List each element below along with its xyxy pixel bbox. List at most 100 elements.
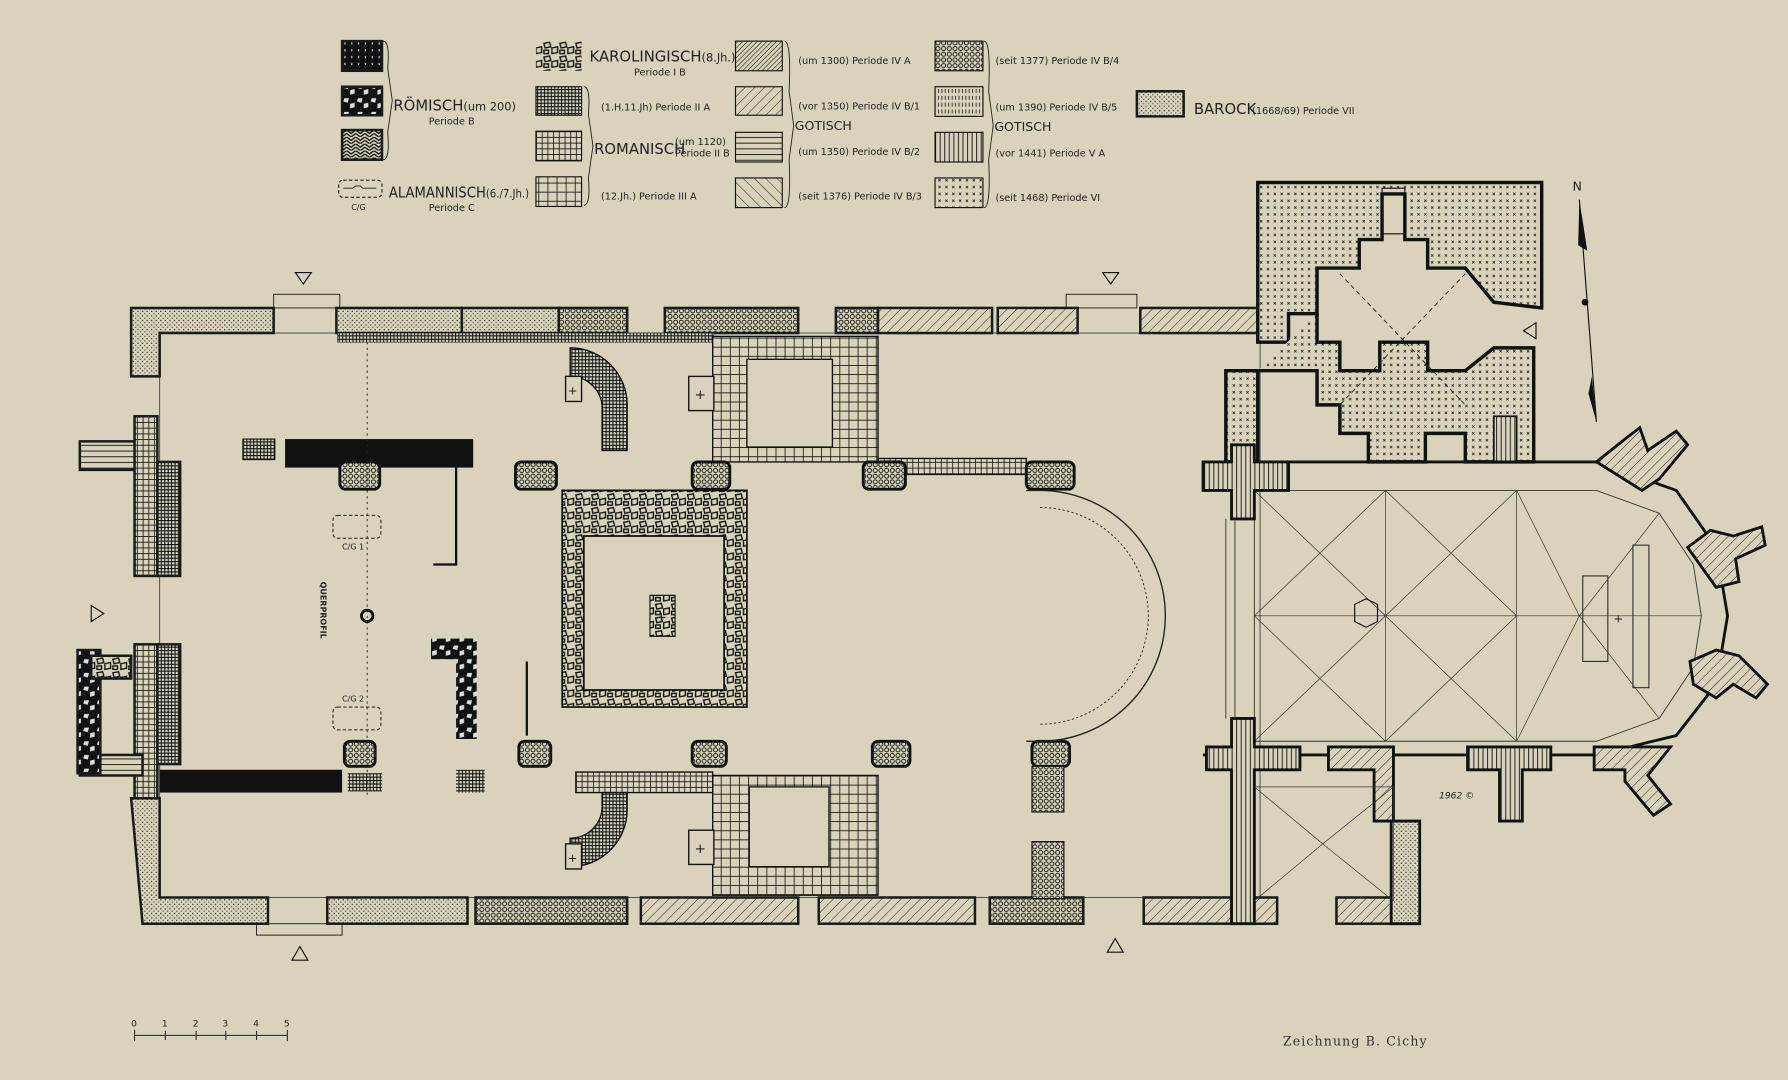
scale-bar: 0 1 2 3 4 5 [131, 1019, 290, 1042]
scale-tick-1: 1 [162, 1019, 168, 1029]
grave-label-2: C/G 2 [342, 694, 364, 703]
legend: RÖMISCH(um 200) Periode B C/G ALAMANNISC… [338, 39, 1355, 214]
swatch-romisch-2 [340, 85, 384, 117]
grave-2 [332, 706, 382, 731]
barock-label: BAROCK [1194, 101, 1258, 118]
drawing-credit: Zeichnung B. Cichy [1283, 1034, 1428, 1049]
romisch-date: (um 200) [463, 100, 516, 114]
svg-text:+: + [694, 387, 705, 403]
choir: + 1962 © [1201, 425, 1770, 926]
date-mark: 1962 © [1439, 791, 1474, 801]
romisch-period: Periode B [429, 116, 475, 127]
piers [338, 460, 1076, 768]
scale-tick-5: 5 [284, 1019, 290, 1029]
gotisch-item-5: (seit 1377) Periode IV B/4 [995, 56, 1119, 67]
roman-foundations [159, 438, 528, 793]
swatch-gotisch-ivb2 [734, 131, 783, 163]
legend-barock: BAROCK (1668/69) Periode VII [1135, 90, 1355, 118]
legend-alamannisch: C/G ALAMANNISCH(6./7.Jh.) Periode C [338, 179, 529, 214]
romanisch-date: (um 1120) [675, 137, 726, 148]
north-label: N [1572, 178, 1581, 193]
legend-romanisch: (1.H.11.Jh) Periode II A ROMANISCH (um 1… [535, 86, 730, 208]
swatch-gotisch-ivb4 [934, 40, 984, 72]
triangle-marker-icon [1101, 272, 1120, 285]
romanesque-bays: + + + + [564, 335, 1027, 896]
karolingisch-period: Periode I B [634, 67, 686, 78]
gotisch-item-3: (um 1350) Periode IV B/2 [798, 147, 920, 158]
gotisch-item-4: (seit 1376) Periode IV B/3 [798, 192, 922, 203]
triangle-marker-icon [90, 604, 105, 623]
svg-text:KAROLINGISCH(8.Jh.): KAROLINGISCH(8.Jh.) [590, 49, 736, 66]
swatch-gotisch-ivb3 [734, 177, 783, 209]
romanisch-label: ROMANISCH [594, 141, 685, 158]
svg-text:+: + [694, 841, 705, 857]
carolingian-crypt: + [561, 489, 748, 708]
scale-tick-3: 3 [222, 1019, 228, 1029]
altar-cross-icon: + [1614, 612, 1624, 626]
cross-icon: + [656, 610, 667, 626]
gotisch-item-6: (um 1390) Periode IV B/5 [995, 103, 1117, 114]
romanisch-period: Periode II B [675, 148, 730, 159]
altar-base [649, 594, 676, 637]
scale-tick-4: 4 [253, 1019, 259, 1029]
svg-text:+: + [568, 851, 578, 865]
gotisch-item-8: (seit 1468) Periode VI [995, 193, 1100, 204]
north-wall [129, 293, 1262, 378]
gotisch-label-b: GOTISCH [994, 119, 1051, 134]
north-arrow: N [1572, 178, 1597, 423]
tower [1224, 180, 1544, 464]
triangle-marker-icon [294, 272, 313, 285]
alamannisch-period: Periode C [429, 203, 475, 214]
early-apse-outline [1026, 489, 1166, 742]
triangle-marker-icon [1106, 937, 1125, 953]
swatch-barock [1135, 90, 1185, 118]
swatch-romanisch-3 [535, 176, 583, 208]
romisch-label: RÖMISCH [393, 97, 463, 115]
section-marker-icon [360, 608, 375, 623]
section-triangles [90, 272, 1537, 961]
west-wall [76, 415, 182, 800]
grave-1 [332, 514, 382, 539]
grave-label-1: C/G 1 [342, 543, 364, 552]
scale-tick-0: 0 [131, 1019, 137, 1029]
gotisch-item-2: (vor 1350) Periode IV B/1 [798, 102, 920, 113]
brace [383, 40, 393, 161]
karolingisch-label: KAROLINGISCH [590, 49, 702, 66]
swatch-romanisch-2 [535, 130, 583, 162]
barock-period: (1668/69) Periode VII [1252, 106, 1354, 117]
romanisch-item-2: (12.Jh.) Periode III A [601, 192, 697, 203]
legend-romisch: RÖMISCH(um 200) Periode B [340, 39, 516, 161]
swatch-romisch-3 [340, 128, 384, 161]
legend-gotisch-a: (um 1300) Periode IV A (vor 1350) Period… [734, 40, 922, 209]
grave-symbol-icon [338, 179, 383, 198]
swatch-gotisch-va [934, 131, 984, 163]
swatch-gotisch-ivb5 [934, 86, 984, 117]
swatch-romisch-1 [340, 39, 384, 73]
svg-text:+: + [568, 384, 578, 398]
swatch-gotisch-ivb1 [734, 86, 783, 116]
font-icon [1354, 598, 1379, 628]
triangle-marker-icon [1522, 321, 1537, 340]
triangle-marker-icon [290, 945, 309, 961]
legend-karolingisch: KAROLINGISCH(8.Jh.) Periode I B [535, 41, 736, 78]
romanisch-item-1: (1.H.11.Jh) Periode II A [601, 103, 711, 114]
south-wall [129, 797, 1421, 936]
cross-section: QUERPROFIL C/G 1 C/G 2 [318, 342, 382, 799]
plan: + + + + + [76, 178, 1770, 961]
alamannisch-date: (6./7.Jh.) [486, 186, 529, 200]
karolingisch-date: (8.Jh.) [702, 51, 736, 65]
section-label: QUERPROFIL [318, 582, 327, 639]
gotisch-label-a: GOTISCH [795, 118, 852, 133]
svg-text:RÖMISCH(um 200): RÖMISCH(um 200) [393, 97, 516, 115]
legend-gotisch-b: (seit 1377) Periode IV B/4 (um 1390) Per… [934, 40, 1119, 209]
svg-text:ALAMANNISCH(6./7.Jh.): ALAMANNISCH(6./7.Jh.) [389, 184, 529, 201]
swatch-gotisch-vi [934, 177, 984, 209]
scale-tick-2: 2 [193, 1019, 199, 1029]
swatch-romanisch-1 [535, 86, 583, 116]
gotisch-item-7: (vor 1441) Periode V A [995, 148, 1105, 159]
swatch-gotisch-iva [734, 40, 783, 72]
gotisch-item-1: (um 1300) Periode IV A [798, 56, 911, 67]
swatch-karolingisch [535, 41, 582, 71]
